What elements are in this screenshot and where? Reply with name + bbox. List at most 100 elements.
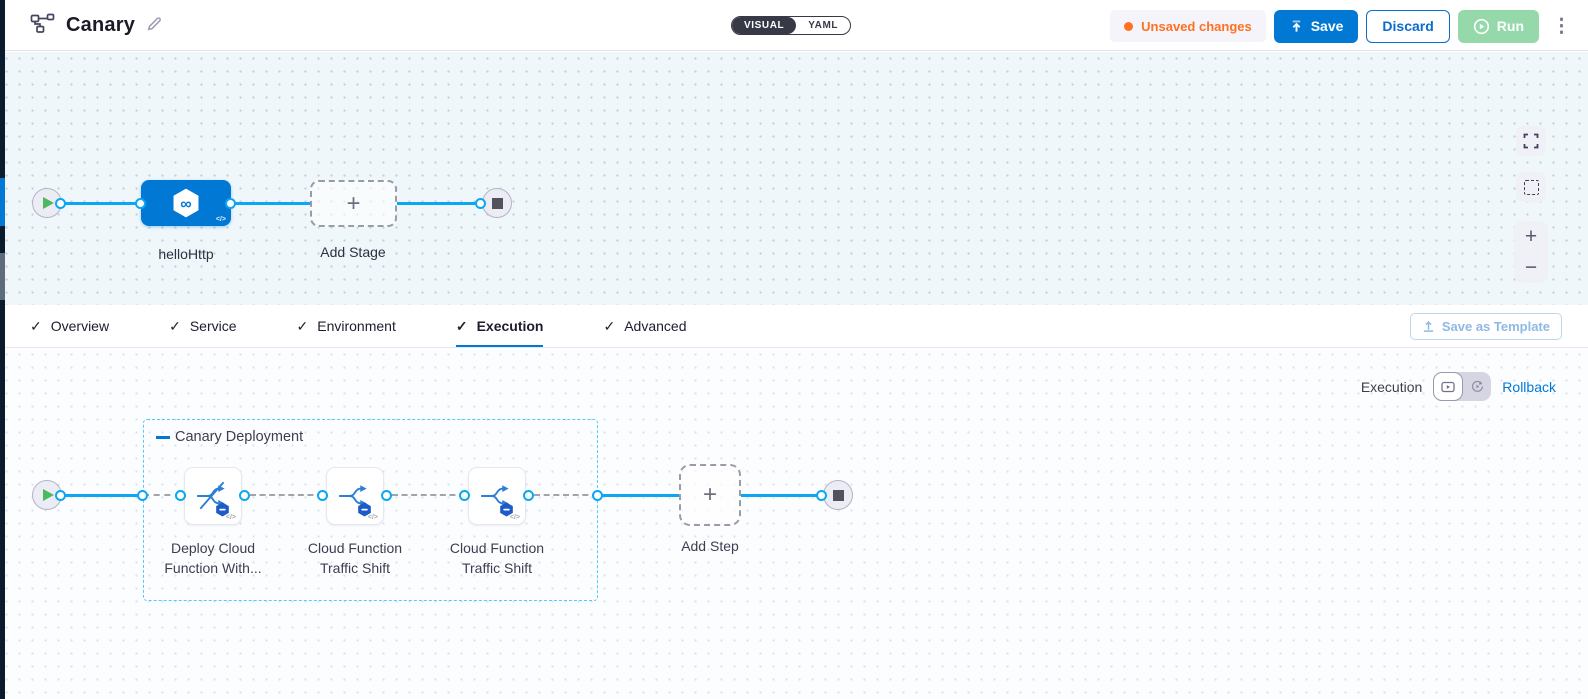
connector-dot <box>523 490 534 501</box>
connector-dot <box>317 490 328 501</box>
rollback-link[interactable]: Rollback <box>1502 378 1556 395</box>
pipeline-end-node <box>482 188 512 218</box>
zoom-in-button[interactable]: + <box>1524 224 1538 248</box>
connector-dot <box>475 198 486 209</box>
cloud-function-badge-icon <box>358 502 371 517</box>
stage-graph-canvas[interactable]: ∞ </> + helloHttp Add Stage + − <box>0 52 1588 305</box>
execution-label: Execution <box>1360 378 1423 395</box>
group-title: Canary Deployment <box>175 429 304 445</box>
save-button[interactable]: Save <box>1273 9 1359 43</box>
flow-line-dashed <box>534 494 598 496</box>
connector-dot <box>137 490 148 501</box>
fullscreen-button[interactable] <box>1516 126 1546 156</box>
connector-dot <box>55 490 66 501</box>
flow-line <box>598 494 679 497</box>
check-icon: ✓ <box>296 317 309 334</box>
zoom-controls: + − <box>1514 221 1548 283</box>
svg-text:∞: ∞ <box>180 196 191 213</box>
marquee-select-button[interactable] <box>1516 172 1546 202</box>
connector-dot <box>816 490 827 501</box>
connector-dot <box>459 490 470 501</box>
execution-view-icon <box>1441 381 1455 392</box>
flow-line <box>60 494 144 497</box>
connector-dot <box>55 198 66 209</box>
flow-line <box>60 202 141 205</box>
template-upload-icon <box>1423 320 1433 332</box>
stop-square-icon <box>832 489 844 501</box>
rollback-view-button[interactable] <box>1463 380 1491 393</box>
tab-advanced[interactable]: ✓ Advanced <box>603 317 687 335</box>
flow-line-dashed <box>250 494 323 496</box>
run-button[interactable]: Run <box>1457 9 1539 43</box>
connector-dot <box>381 490 392 501</box>
stage-node-hellohttp[interactable]: ∞ </> <box>141 180 231 226</box>
pipeline-icon <box>30 13 55 39</box>
stop-square-icon <box>491 197 503 209</box>
execution-rollback-toggle <box>1433 372 1492 401</box>
start-play-icon <box>43 489 54 501</box>
step-traffic-shift-1[interactable]: </> <box>326 467 384 525</box>
more-options-menu[interactable]: ⋮ <box>1552 15 1571 37</box>
yaml-code-icon: </> <box>225 514 236 521</box>
edge-scroll-thumb <box>0 253 5 300</box>
rollback-view-icon <box>1471 380 1483 392</box>
top-bar: Canary VISUAL YAML Unsaved changes Save <box>0 0 1588 51</box>
discard-button[interactable]: Discard <box>1366 9 1450 43</box>
flow-line <box>741 494 822 497</box>
tab-environment[interactable]: ✓ Environment <box>296 317 396 335</box>
execution-view-button[interactable] <box>1433 372 1464 401</box>
add-stage-button[interactable]: + <box>310 180 397 227</box>
add-step-button[interactable]: + <box>679 464 741 526</box>
fullscreen-icon <box>1523 133 1539 149</box>
add-step-label: Add Step <box>681 538 739 554</box>
flow-line <box>397 202 477 205</box>
step-label: Cloud Function Traffic Shift <box>307 540 403 576</box>
canary-deployment-group: Canary Deployment <box>143 419 598 601</box>
step-label: Deploy Cloud Function With... <box>164 540 262 576</box>
tab-overview[interactable]: ✓ Overview <box>30 317 110 335</box>
tab-service[interactable]: ✓ Service <box>169 317 237 335</box>
execution-end-node <box>823 480 853 510</box>
save-as-template-button[interactable]: Save as Template <box>1409 312 1562 340</box>
add-stage-label: Add Stage <box>320 244 386 260</box>
marquee-select-icon <box>1523 179 1539 195</box>
save-upload-icon <box>1289 19 1304 34</box>
flow-line <box>231 202 310 205</box>
cloud-function-badge-icon <box>500 502 513 517</box>
connector-dot <box>592 490 603 501</box>
yaml-code-icon: </> <box>367 514 378 521</box>
deploy-stage-icon: ∞ <box>173 188 199 218</box>
connector-dot <box>239 490 250 501</box>
plus-icon: + <box>346 189 361 217</box>
connector-dot <box>175 490 186 501</box>
edit-pipeline-icon[interactable] <box>146 15 163 37</box>
connector-dot <box>225 198 236 209</box>
run-play-icon <box>1473 18 1490 35</box>
step-traffic-shift-2[interactable]: </> <box>468 467 526 525</box>
tab-execution[interactable]: ✓ Execution <box>455 305 543 347</box>
unsaved-changes-badge: Unsaved changes <box>1110 10 1266 42</box>
selected-stage-indicator <box>0 178 5 226</box>
stage-label: helloHttp <box>158 246 214 262</box>
yaml-mode-tab[interactable]: YAML <box>808 20 839 31</box>
flow-line-dashed <box>392 494 465 496</box>
check-icon: ✓ <box>603 317 616 334</box>
check-icon: ✓ <box>169 317 181 334</box>
visual-yaml-toggle: VISUAL YAML <box>731 16 852 35</box>
start-play-icon <box>43 197 54 209</box>
cloud-function-badge-icon <box>216 502 229 517</box>
page-title: Canary <box>66 14 136 36</box>
flow-line-dashed <box>143 494 181 496</box>
stage-tabs: ✓ Overview ✓ Service ✓ Environment ✓ Exe… <box>0 305 1588 348</box>
left-nav-edge <box>0 0 5 699</box>
yaml-code-icon: </> <box>509 514 520 521</box>
step-deploy-cloud-function[interactable]: </> <box>184 467 242 525</box>
collapse-group-icon[interactable] <box>156 435 170 439</box>
yaml-code-icon: </> <box>215 216 226 223</box>
unsaved-dot-icon <box>1124 21 1134 31</box>
visual-mode-tab[interactable]: VISUAL <box>732 17 797 34</box>
plus-icon: + <box>702 481 717 508</box>
execution-graph-canvas[interactable]: Execution Rollback Canar <box>0 348 1588 699</box>
check-icon: ✓ <box>455 317 468 334</box>
zoom-out-button[interactable]: − <box>1524 255 1538 279</box>
